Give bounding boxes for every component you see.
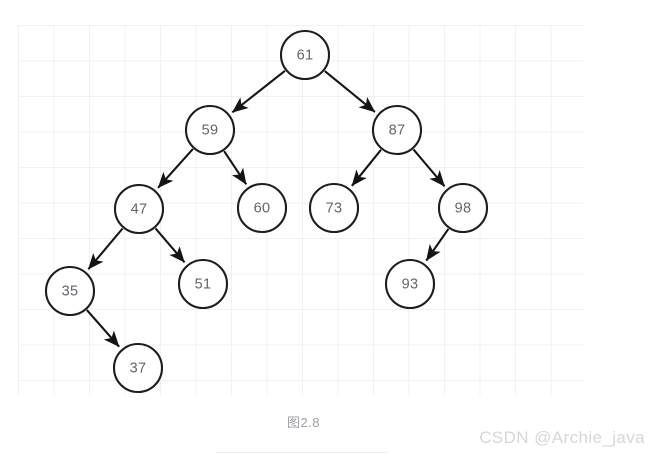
node-label-37: 37 (130, 361, 147, 377)
node-label-73: 73 (326, 201, 343, 217)
tree-edge-59-to-47 (157, 148, 194, 189)
tree-edge-98-to-93 (425, 228, 450, 262)
tree-node-73[interactable]: 73 (308, 182, 360, 234)
node-label-59: 59 (202, 123, 219, 139)
node-layer: 61 59 87 47 60 73 98 35 51 93 37 (44, 29, 489, 394)
node-circle-35 (44, 265, 96, 317)
node-circle-87 (371, 104, 423, 156)
tree-edge-47-to-35 (87, 227, 124, 270)
tree-node-87[interactable]: 87 (371, 104, 423, 156)
csdn-watermark: CSDN @Archie_java (479, 428, 645, 447)
node-label-61: 61 (297, 48, 314, 64)
tree-node-93[interactable]: 93 (384, 258, 436, 310)
tree-edge-61-to-59 (231, 69, 286, 114)
node-label-47: 47 (131, 202, 148, 218)
node-circle-98 (437, 182, 489, 234)
node-label-51: 51 (195, 277, 212, 293)
node-label-35: 35 (62, 284, 79, 300)
tree-edge-59-to-60 (223, 150, 248, 185)
tree-node-59[interactable]: 59 (184, 104, 236, 156)
tree-node-98[interactable]: 98 (437, 182, 489, 234)
node-circle-51 (177, 258, 229, 310)
node-label-60: 60 (254, 201, 271, 217)
figure-caption: 图2.8 (286, 415, 321, 430)
tree-node-60[interactable]: 60 (236, 182, 288, 234)
tree-node-47[interactable]: 47 (113, 183, 165, 235)
tree-edge-35-to-37 (86, 309, 120, 348)
node-circle-59 (184, 104, 236, 156)
tree-node-61[interactable]: 61 (279, 29, 331, 81)
tree-edge-87-to-73 (351, 149, 382, 187)
edge-layer (86, 69, 450, 348)
node-label-93: 93 (402, 277, 419, 293)
node-circle-60 (236, 182, 288, 234)
bottom-divider (215, 452, 387, 453)
tree-node-37[interactable]: 37 (112, 342, 164, 394)
tree-edge-87-to-98 (412, 148, 446, 187)
node-circle-93 (384, 258, 436, 310)
tree-edge-47-to-51 (154, 227, 186, 264)
node-label-87: 87 (389, 123, 406, 139)
tree-edge-61-to-87 (324, 70, 376, 113)
node-circle-37 (112, 342, 164, 394)
node-circle-73 (308, 182, 360, 234)
node-label-98: 98 (455, 201, 472, 217)
node-circle-61 (279, 29, 331, 81)
tree-node-35[interactable]: 35 (44, 265, 96, 317)
tree-node-51[interactable]: 51 (177, 258, 229, 310)
node-circle-47 (113, 183, 165, 235)
